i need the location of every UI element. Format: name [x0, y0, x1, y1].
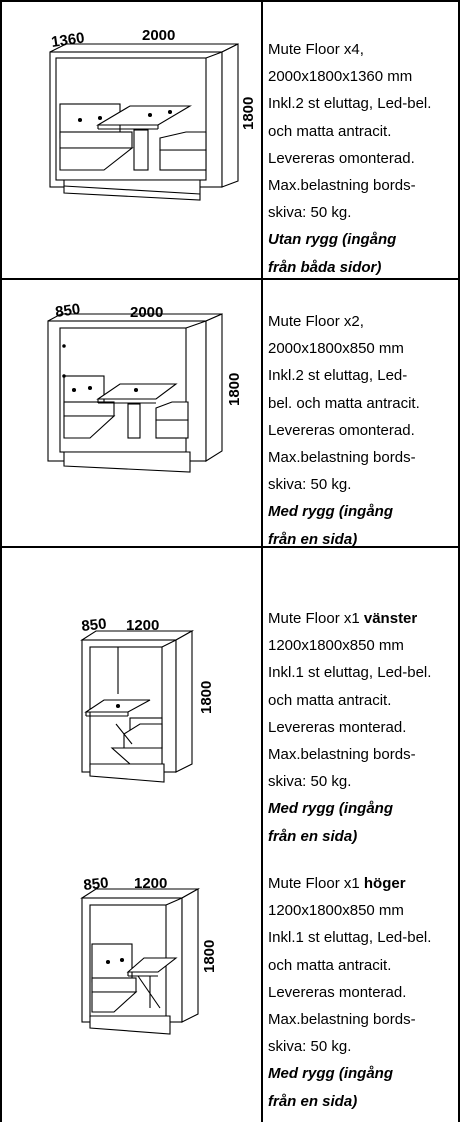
drawing-floor-x4: 1360 2000 1800	[0, 0, 262, 278]
product-description: Mute Floor x4, 2000x1800x1360 mm Inkl.2 …	[268, 36, 456, 281]
product-description: Mute Floor x1 höger 1200x1800x850 mm Ink…	[268, 870, 456, 1115]
entry-note: Utan rygg (ingång	[268, 231, 397, 249]
desc-variant: vänster	[363, 610, 418, 627]
dim-width: 2000	[142, 27, 175, 44]
entry-note: Med rygg (ingång	[268, 1065, 393, 1083]
desc-variant: höger	[363, 875, 406, 892]
product-row-floor-x4: 1360 2000 1800 Mute Floor x4, 2000x1800x…	[0, 0, 460, 278]
desc-line: Max.belastning bords-	[268, 449, 416, 467]
desc-line: Inkl.1 st eluttag, Led-bel.	[268, 929, 432, 947]
desc-line: 2000x1800x850 mm	[268, 340, 404, 358]
desc-line: Inkl.1 st eluttag, Led-bel.	[268, 664, 432, 682]
desc-line: Levereras monterad.	[268, 983, 407, 1001]
row-divider	[0, 278, 460, 280]
dim-width: 1200	[126, 617, 159, 634]
product-description: Mute Floor x2, 2000x1800x850 mm Inkl.2 s…	[268, 308, 456, 553]
entry-note: från båda sidor)	[268, 258, 382, 276]
row-divider	[0, 546, 460, 548]
column-divider	[261, 0, 263, 1122]
desc-title-line: Mute Floor x1 höger	[268, 870, 456, 897]
table-border-top	[0, 0, 460, 2]
booth-drawing-x1-left: 850 1200 1800	[80, 615, 215, 783]
desc-line: och matta antracit.	[268, 122, 392, 140]
desc-line: och matta antracit.	[268, 691, 392, 709]
desc-line: skiva: 50 kg.	[268, 1038, 352, 1056]
product-row-floor-x1-left: 850 1200 1800 Mute Floor x1 vänster 1200…	[0, 548, 460, 848]
desc-line: skiva: 50 kg.	[268, 204, 352, 222]
desc-title: Mute Floor x1	[268, 875, 364, 892]
desc-line: och matta antracit.	[268, 956, 392, 974]
desc-line: 1200x1800x850 mm	[268, 902, 404, 920]
product-description: Mute Floor x1 vänster 1200x1800x850 mm I…	[268, 605, 456, 850]
desc-line: skiva: 50 kg.	[268, 773, 352, 791]
desc-line: Inkl.2 st eluttag, Led-bel.	[268, 95, 432, 113]
dim-depth: 850	[83, 874, 110, 894]
dim-depth: 850	[81, 615, 108, 635]
drawing-floor-x1-left: 850 1200 1800	[0, 548, 262, 848]
desc-line: Inkl.2 st eluttag, Led-	[268, 367, 408, 385]
table-border-left	[0, 0, 2, 1122]
dim-height: 1800	[240, 97, 257, 130]
desc-line: Mute Floor x2,	[268, 313, 364, 330]
dim-width: 1200	[134, 875, 167, 892]
entry-note: från en sida)	[268, 1092, 358, 1110]
desc-title-line: Mute Floor x1 vänster	[268, 605, 456, 632]
desc-line: bel. och matta antracit.	[268, 394, 420, 412]
entry-note: från en sida)	[268, 827, 358, 845]
desc-line: Levereras monterad.	[268, 718, 407, 736]
dim-depth: 1360	[50, 29, 85, 50]
dim-depth: 850	[54, 301, 81, 321]
product-row-floor-x1-right: 850 1200 1800 Mute Floor x1 höger 1200x1…	[0, 848, 460, 1122]
entry-note: Med rygg (ingång	[268, 800, 393, 818]
desc-title: Mute Floor x1	[268, 610, 364, 627]
desc-line: 1200x1800x850 mm	[268, 637, 404, 655]
table-border-right	[458, 0, 460, 1122]
desc-line: skiva: 50 kg.	[268, 476, 352, 494]
dim-height: 1800	[198, 681, 215, 714]
entry-note: Med rygg (ingång	[268, 503, 393, 521]
product-row-floor-x2: 850 2000 1800 Mute Floor x2, 2000x1800x8…	[0, 280, 460, 548]
desc-line: 2000x1800x1360 mm	[268, 68, 413, 86]
booth-drawing-x1-right: 850 1200 1800	[80, 874, 218, 1035]
desc-line: Mute Floor x4,	[268, 41, 364, 58]
desc-line: Max.belastning bords-	[268, 1011, 416, 1029]
desc-line: Max.belastning bords-	[268, 746, 416, 764]
desc-line: Max.belastning bords-	[268, 177, 416, 195]
drawing-floor-x1-right: 850 1200 1800	[0, 848, 262, 1122]
desc-line: Levereras omonterad.	[268, 149, 415, 167]
dim-height: 1800	[226, 373, 243, 406]
dim-width: 2000	[130, 304, 163, 321]
booth-drawing-x4: 1360 2000 1800	[49, 27, 257, 201]
dim-height: 1800	[201, 940, 218, 973]
drawing-floor-x2: 850 2000 1800	[0, 280, 262, 546]
desc-line: Levereras omonterad.	[268, 421, 415, 439]
booth-drawing-x2: 850 2000 1800	[47, 301, 243, 473]
entry-note: från en sida)	[268, 530, 358, 548]
